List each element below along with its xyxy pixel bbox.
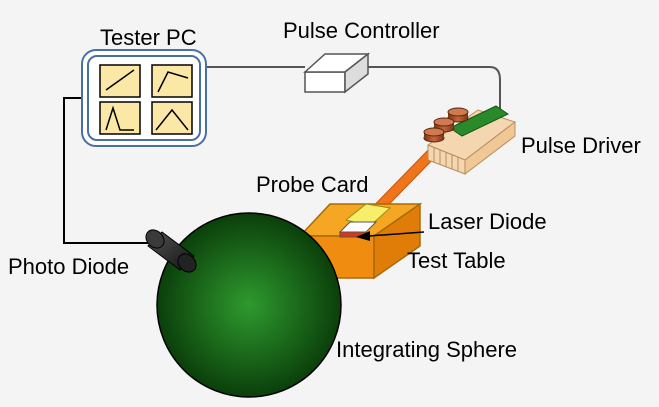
integrating-sphere: [156, 212, 342, 398]
laser-diode-pointer: [356, 231, 425, 241]
label-probe-card: Probe Card: [256, 172, 369, 197]
label-test-table: Test Table: [407, 248, 506, 273]
capacitor: [423, 127, 445, 143]
plot-thumbnail-rise-plateau: [151, 64, 193, 98]
heatsink-fins: [433, 148, 459, 171]
photo-diode: [145, 229, 197, 273]
pulse-controller-box: [303, 52, 371, 94]
cable-pc-to-photo-diode: [63, 97, 152, 244]
label-integrating-sphere: Integrating Sphere: [336, 337, 517, 362]
label-photo-diode: Photo Diode: [8, 254, 129, 279]
label-tester-pc: Tester PC: [100, 25, 197, 50]
cable-controller-to-driver: [368, 66, 501, 112]
plot-thumbnail-triangle: [151, 101, 193, 135]
pulse-driver: [423, 105, 517, 176]
label-laser-diode: Laser Diode: [428, 209, 547, 234]
label-pulse-controller: Pulse Controller: [283, 18, 440, 43]
plot-thumbnail-ramp: [99, 64, 141, 98]
label-pulse-driver: Pulse Driver: [521, 133, 641, 158]
plot-thumbnail-spike: [99, 101, 141, 135]
tester-pc: [81, 49, 207, 147]
